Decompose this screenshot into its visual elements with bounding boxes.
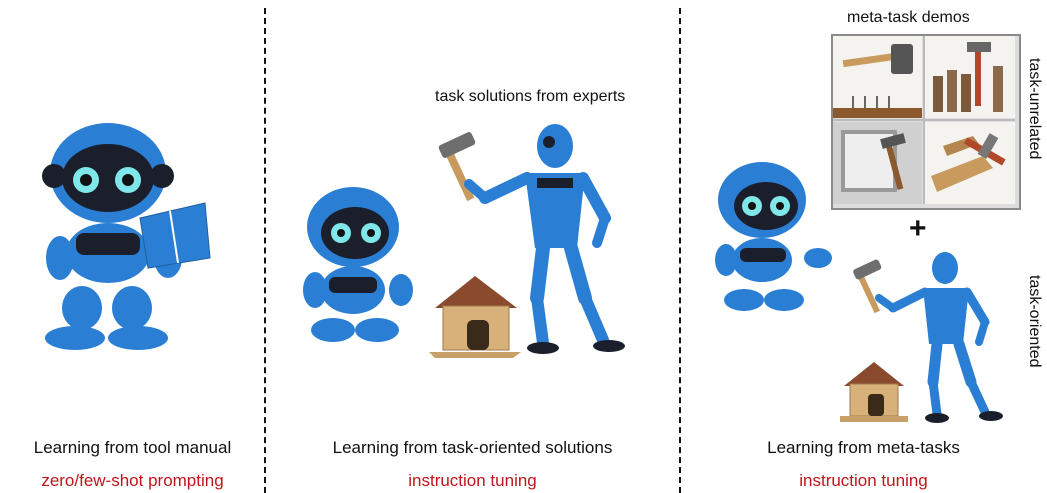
plus-icon: + (909, 212, 927, 245)
small-dog-house-image (840, 362, 908, 422)
task-oriented-robot-image (853, 252, 1003, 423)
panel2-caption: Learning from task-oriented solutions (332, 438, 613, 457)
dog-house-image (429, 276, 521, 358)
panel3-subcaption: instruction tuning (799, 471, 928, 490)
task-oriented-label: task-oriented (1026, 275, 1043, 368)
reading-robot-image (42, 123, 211, 350)
panel2-top-label: task solutions from experts (435, 88, 626, 105)
small-robot-image (303, 187, 413, 342)
panel1-caption: Learning from tool manual (33, 438, 232, 457)
panel1-subcaption: zero/few-shot prompting (41, 471, 224, 490)
panel3-top-label: meta-task demos (847, 9, 970, 26)
expert-robot-image (438, 124, 625, 354)
panel3-caption: Learning from meta-tasks (767, 438, 960, 457)
panel2-subcaption: instruction tuning (408, 471, 537, 490)
demo-tiles (833, 36, 1015, 204)
learner-robot-image (715, 162, 832, 311)
separator-line-2 (679, 8, 681, 493)
task-unrelated-label: task-unrelated (1026, 58, 1043, 160)
separator-line-1 (264, 8, 266, 493)
